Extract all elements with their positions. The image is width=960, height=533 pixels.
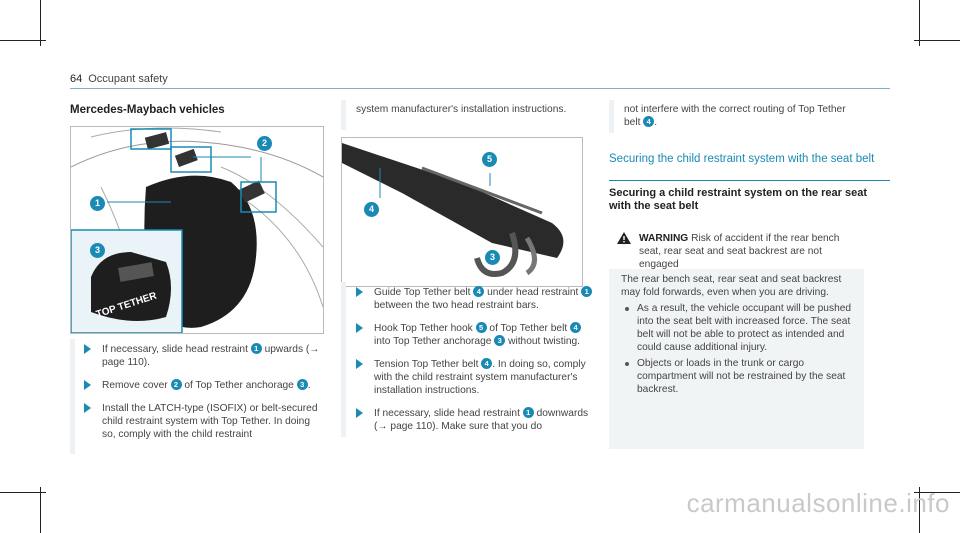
callout-4: 4 [481,358,493,369]
figure-tether-hook: 5 4 3 [341,137,583,287]
callout-3: 3 [90,243,105,258]
continuation-text: not interfere with the correct routing o… [624,103,864,129]
header-rule [70,88,890,89]
step-arrow-icon [84,403,91,413]
step-text: downwards ( [374,408,589,432]
callout-3: 3 [296,379,308,390]
bullet-dot-icon [625,307,629,311]
bullet-text: As a result, the vehicle occupant will b… [637,303,852,353]
column-bar [341,282,346,437]
callout-1: 1 [90,196,105,211]
callout-4: 4 [364,202,379,217]
warning-body: The rear bench seat, rear seat and seat … [609,269,864,449]
crop-mark [40,487,41,533]
page-header: 64 Occupant safety [70,73,168,85]
step-text: If necessary, slide head restraint [374,408,523,419]
step-text: upwards ( [261,344,310,355]
step-text: without twisting. [505,336,581,347]
seat-illustration [71,127,323,333]
middle-steps: Guide Top Tether belt 4 under head restr… [356,286,594,443]
step-arrow-icon [356,323,363,333]
step-text: Guide Top Tether belt [374,287,474,298]
step-text: of Top Tether belt [486,323,571,334]
left-steps: If necessary, slide head restraint 1 upw… [84,343,324,451]
step-text: Remove cover [102,380,171,391]
step-text: Hook Top Tether hook [374,323,476,334]
crop-mark [914,492,960,493]
step-item: Guide Top Tether belt 4 under head restr… [356,286,594,312]
crop-mark [919,487,920,533]
callout-4: 4 [570,322,582,333]
callout-5: 5 [475,322,487,333]
step-text: . [654,117,658,128]
crop-mark [914,40,960,41]
warning-header: WARNING Risk of accident if the rear ben… [609,229,864,271]
section-rule [609,180,890,181]
section-title: Occupant safety [88,73,168,85]
callout-3: 3 [494,335,506,346]
step-text: under head restraint [484,287,582,298]
step-text: Tension Top Tether belt [374,359,482,370]
column-bar [609,100,614,133]
bullet-dot-icon [625,362,629,366]
warning-triangle-icon [617,232,631,244]
callout-4: 4 [473,286,485,297]
step-text: If necessary, slide head restraint [102,344,251,355]
warning-title-text: Risk of accident if the rear bench seat,… [639,233,840,270]
column-bar [70,339,75,454]
step-arrow-icon [356,287,363,297]
section-heading: Mercedes-Maybach vehicles [70,104,225,116]
callout-2: 2 [170,379,182,390]
crop-mark [40,0,41,46]
page-link[interactable]: page 110). Make sure that you do [387,421,543,432]
step-arrow-icon [356,359,363,369]
callout-1: 1 [522,407,534,418]
warning-title-block: WARNING Risk of accident if the rear ben… [639,232,859,271]
warning-bullet: Objects or loads in the trunk or cargo c… [621,357,856,396]
warning-text: The rear bench seat, rear seat and seat … [621,274,842,298]
step-item: Tension Top Tether belt 4. In doing so, … [356,358,594,397]
warning-bullet: As a result, the vehicle occupant will b… [621,302,856,354]
cross-ref-arrow-icon: → [309,344,320,355]
callout-4: 4 [643,116,655,127]
page-number: 64 [70,73,83,85]
crop-mark [0,40,46,41]
step-item: If necessary, slide head restraint 1 upw… [84,343,324,369]
subsection-heading: Securing a child restraint system on the… [609,187,867,212]
step-item: Remove cover 2 of Top Tether anchorage 3… [84,379,324,392]
callout-5: 5 [482,152,497,167]
step-text: Install the LATCH-type (ISOFIX) or belt-… [102,403,318,440]
warning-title: WARNING [639,233,689,244]
step-text: of Top Tether anchorage [181,380,297,391]
column-bar [341,100,346,130]
step-item: If necessary, slide head restraint 1 dow… [356,407,594,433]
callout-1: 1 [250,343,262,354]
step-text: into Top Tether anchorage [374,336,495,347]
step-text: not interfere with the correct routing o… [624,104,846,128]
callout-2: 2 [257,136,272,151]
callout-3: 3 [485,250,500,265]
page-link[interactable]: page 110). [102,357,150,368]
callout-1: 1 [581,286,593,297]
watermark: carmanualsonline.info [686,488,950,518]
bullet-text: Objects or loads in the trunk or cargo c… [637,358,846,395]
warning-content: The rear bench seat, rear seat and seat … [621,273,856,396]
section-subheading: Securing the child restraint system with… [609,153,875,165]
tether-hook-illustration [342,143,564,277]
warning-box: WARNING Risk of accident if the rear ben… [609,229,864,449]
step-text: . In doing so, comply with the child res… [374,359,586,396]
cross-ref-arrow-icon: → [377,421,388,432]
step-item: Hook Top Tether hook 5 of Top Tether bel… [356,322,594,348]
step-arrow-icon [84,380,91,390]
continuation-text: system manufacturer's installation instr… [356,104,567,115]
step-text: . [307,380,311,391]
step-arrow-icon [84,344,91,354]
crop-mark [919,0,920,46]
crop-mark [0,492,46,493]
step-item: Install the LATCH-type (ISOFIX) or belt-… [84,402,324,441]
step-arrow-icon [356,408,363,418]
step-text: between the two head restraint bars. [374,300,539,311]
figure-seat-headrest: TOP TETHER 1 2 3 [70,126,324,334]
